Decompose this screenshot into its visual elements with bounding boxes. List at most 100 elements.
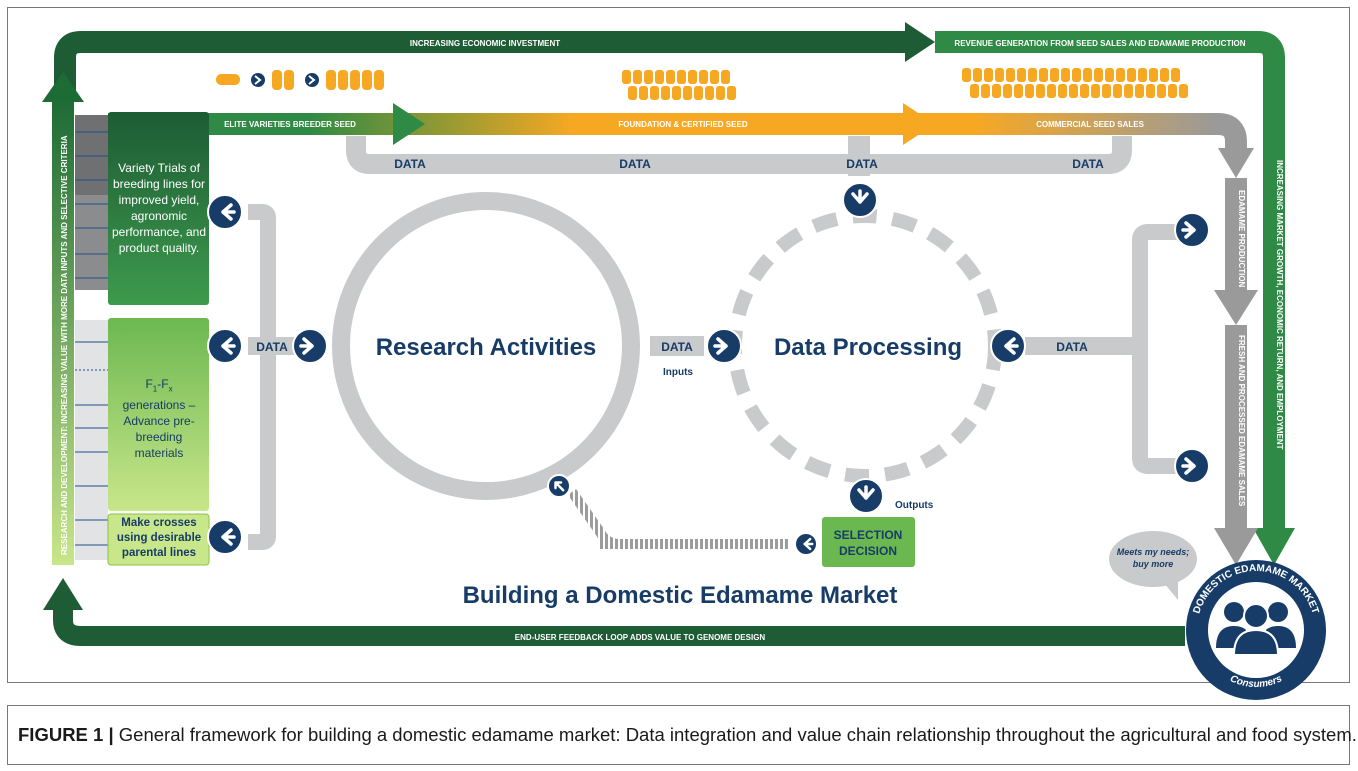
speech-line2: buy more <box>1133 559 1174 569</box>
arrow-feedback-research <box>547 474 571 498</box>
revenue-loop: REVENUE GENERATION FROM SEED SALES AND E… <box>935 31 1285 148</box>
generations-box: F1-Fx generations – Advance pre-breeding… <box>110 376 208 461</box>
investment-label: INCREASING ECONOMIC INVESTMENT <box>410 39 560 48</box>
seed-pod <box>705 86 714 100</box>
consumers-icon <box>1216 602 1296 656</box>
gen-f1: F <box>145 377 153 391</box>
seed-pod <box>1094 68 1103 82</box>
seed-pod <box>716 86 725 100</box>
speech-bubble: Meets my needs; buy more <box>1109 531 1197 600</box>
arrow-to-generations <box>207 328 243 364</box>
data-label-3: DATA <box>846 157 878 171</box>
seed-pod <box>973 68 982 82</box>
seed-pod <box>1091 84 1100 98</box>
seed-pod <box>1179 84 1188 98</box>
caption-text: General framework for building a domesti… <box>113 724 1357 745</box>
seed-pod <box>727 86 736 100</box>
seed-pod <box>1003 84 1012 98</box>
seed-pod <box>694 86 703 100</box>
edamame-production-arrow: EDAMAME PRODUCTION FRESH AND PROCESSED E… <box>1214 178 1258 565</box>
seed-pod <box>1160 68 1169 82</box>
arrow-to-crosses <box>207 519 243 555</box>
seed-pod <box>661 86 670 100</box>
seed-pod <box>1127 68 1136 82</box>
seed-pod <box>1146 84 1155 98</box>
seed-pod <box>677 70 686 84</box>
revenue-label: REVENUE GENERATION FROM SEED SALES AND E… <box>954 39 1245 48</box>
gen-sub1: 1 <box>152 384 158 394</box>
seed-pod <box>683 86 692 100</box>
speech-line1: Meets my needs; <box>1117 547 1190 557</box>
seed-chain-arrow: ELITE VARIETIES BREEDER SEED FOUNDATION … <box>108 103 1254 178</box>
economic-investment-loop: INCREASING ECONOMIC INVESTMENT <box>54 22 935 95</box>
variety-trials-box: Variety Trials of breeding lines for imp… <box>111 161 207 255</box>
data-collection-bar: DATA DATA DATA DATA <box>346 136 1132 176</box>
seed-pod <box>1069 84 1078 98</box>
seed-pod <box>1168 84 1177 98</box>
outputs-label: Outputs <box>895 500 934 511</box>
arrow-to-variety-trials <box>207 194 243 230</box>
data-label-4: DATA <box>1072 157 1104 171</box>
seed-pod <box>1080 84 1089 98</box>
seed-pod <box>1116 68 1125 82</box>
edamame-sales-label: FRESH AND PROCESSED EDAMAME SALES <box>1237 335 1246 507</box>
elite-seed-label: ELITE VARIETIES BREEDER SEED <box>224 120 356 129</box>
data-processing-label: Data Processing <box>774 334 962 361</box>
inputs-label: Inputs <box>663 367 693 378</box>
figure-frame <box>7 7 1350 683</box>
seed-pod <box>655 70 664 84</box>
seed-pod <box>1171 68 1180 82</box>
seed-pod <box>699 70 708 84</box>
seed-pod <box>1028 68 1037 82</box>
seed-pod <box>1157 84 1166 98</box>
seed-pod <box>1050 68 1059 82</box>
gen-rest: generations – Advance pre-breeding mater… <box>122 398 196 461</box>
seed-pod <box>981 84 990 98</box>
framework-diagram: INCREASING ECONOMIC INVESTMENT REVENUE G… <box>42 22 1326 700</box>
diagram-title: Building a Domestic Edamame Market <box>463 582 898 609</box>
seed-pod <box>995 68 1004 82</box>
feedback-loop: END-USER FEEDBACK LOOP ADDS VALUE TO GEN… <box>43 578 1185 646</box>
seed-pod <box>688 70 697 84</box>
seed-pod <box>1039 68 1048 82</box>
seed-pod <box>1072 68 1081 82</box>
selection-line2: DECISION <box>839 544 897 558</box>
commercial-seed-label: COMMERCIAL SEED SALES <box>1036 120 1145 129</box>
left-data-bracket: DATA <box>248 204 308 550</box>
seed-pod <box>1135 84 1144 98</box>
seed-pod <box>672 86 681 100</box>
gen-subx: x <box>168 384 173 394</box>
seed-pod <box>1025 84 1034 98</box>
rd-label: RESEARCH AND DEVELOPMENT: INCREASING VAL… <box>60 135 69 555</box>
seed-pod <box>628 86 637 100</box>
seed-pod-icons <box>216 70 384 90</box>
figure-caption: FIGURE 1 | General framework for buildin… <box>18 723 1357 747</box>
data-label-1: DATA <box>394 157 426 171</box>
seed-pod <box>1113 84 1122 98</box>
data-label-2: DATA <box>619 157 651 171</box>
domestic-market-badge: DOMESTIC EDAMAME MARKET Consumers <box>1186 560 1326 700</box>
seed-pod <box>721 70 730 84</box>
data-label-right: DATA <box>1056 340 1088 354</box>
seed-pod <box>639 86 648 100</box>
seed-pod <box>1102 84 1111 98</box>
seed-pod <box>622 70 631 84</box>
seed-pod <box>710 70 719 84</box>
arrow-edamame-sales <box>1174 448 1210 484</box>
seed-pod <box>650 86 659 100</box>
seed-pod <box>1083 68 1092 82</box>
caption-label: FIGURE 1 | <box>18 724 114 745</box>
data-label-inputs: DATA <box>661 340 693 354</box>
selection-decision: Outputs SELECTION DECISION <box>567 489 934 567</box>
flow-arrow-nodes <box>207 182 1210 556</box>
arrow-from-market-data <box>990 328 1026 364</box>
seed-pod <box>1006 68 1015 82</box>
data-label-left: DATA <box>256 340 288 354</box>
seed-pod-group-commercial <box>962 68 1188 98</box>
seed-pod <box>1017 68 1026 82</box>
feedback-label: END-USER FEEDBACK LOOP ADDS VALUE TO GEN… <box>515 633 766 642</box>
selection-line1: SELECTION <box>834 528 903 542</box>
seed-pod-group-foundation <box>622 70 736 100</box>
caption-box <box>7 705 1350 765</box>
